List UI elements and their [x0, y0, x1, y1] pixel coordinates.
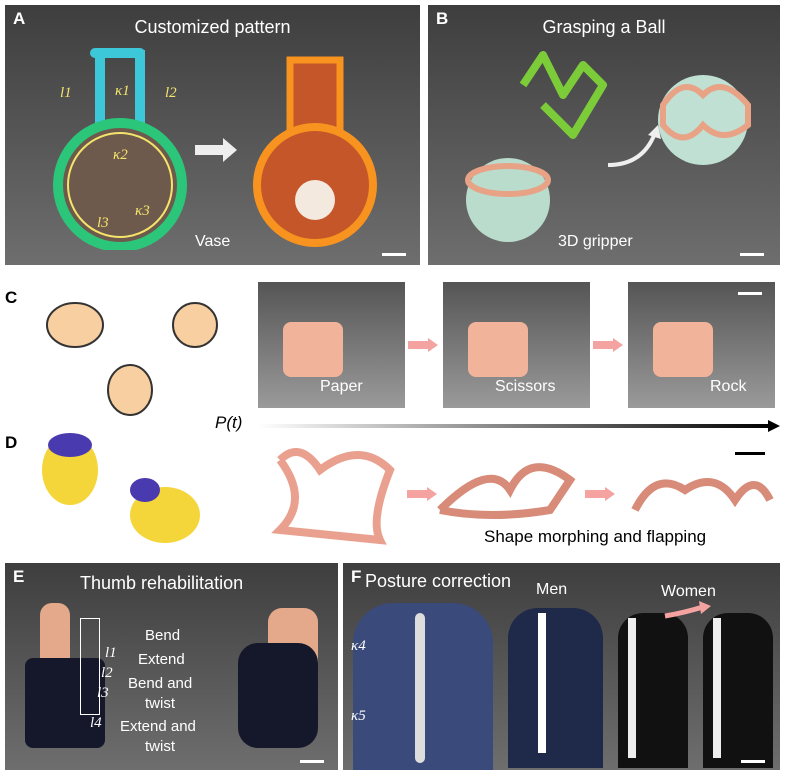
panel-label: A: [13, 9, 26, 28]
segment-l3: l3: [97, 685, 109, 701]
morphing-stage-3: [625, 460, 775, 535]
vase-model-image: [50, 45, 190, 252]
pink-arrow-icon: [585, 487, 615, 501]
motion-extend-twist: Extend and: [120, 718, 196, 735]
ball-grasped-photo: [653, 65, 763, 180]
symbol-l1: l1: [60, 85, 72, 101]
scale-bar: [740, 253, 764, 256]
morphing-stage-2: [430, 440, 580, 535]
step-label: Rock: [710, 378, 747, 395]
panel-a: A Customized pattern l1 l2 l3 κ1 κ2 κ3 V…: [5, 5, 420, 265]
panel-label-c: C: [5, 288, 18, 307]
motion-bend-twist-2: twist: [145, 695, 175, 712]
hand-photo-rock: Rock: [628, 282, 775, 408]
ball-gripper-photo: [458, 145, 568, 250]
label-men: Men: [536, 581, 568, 598]
spine-illustration: [353, 603, 493, 770]
panel-label: F: [351, 567, 362, 586]
panel-f: F Posture correction Men Women κ4 κ5: [343, 563, 780, 770]
panel-label-d: D: [5, 433, 18, 452]
pink-arrow-icon: [408, 338, 438, 352]
panel-title: Thumb rehabilitation: [80, 573, 244, 593]
panel-title: Customized pattern: [134, 17, 291, 37]
pink-arrow-icon: [407, 487, 437, 501]
panel-title: Posture correction: [365, 571, 512, 591]
pressure-gradient-arrow: [258, 419, 783, 437]
pressure-axis-label: P(t): [215, 413, 243, 432]
symbol-l2: l2: [165, 85, 177, 101]
panel-label: E: [13, 567, 25, 586]
curved-arrow-icon: [603, 125, 663, 175]
vase-photo: [245, 50, 385, 250]
scale-bar: [382, 253, 406, 256]
symbol-k3: κ3: [135, 203, 150, 219]
pink-arrow-icon: [593, 338, 623, 352]
segment-l1: l1: [105, 645, 117, 661]
segment-l2: l2: [101, 665, 113, 681]
caption-3d-gripper: 3D gripper: [558, 233, 633, 250]
segment-l4: l4: [90, 715, 102, 731]
motion-bend: Bend: [145, 627, 181, 644]
symbol-k5: κ5: [351, 708, 366, 724]
step-label: Scissors: [495, 378, 556, 395]
morphing-stage-1: [260, 440, 400, 555]
gripper-model-image: [513, 45, 613, 150]
women-photo-before: [618, 613, 688, 768]
hand-gesture-icons: [35, 285, 235, 430]
symbol-k4: κ4: [351, 638, 366, 654]
right-arrow-icon: [195, 138, 240, 168]
panel-title: Grasping a Ball: [542, 17, 666, 37]
caption-vase: Vase: [195, 233, 231, 250]
scale-bar: [741, 760, 765, 763]
hand-photo-paper: Paper: [258, 282, 405, 408]
motion-extend: Extend: [138, 651, 185, 668]
panel-label: B: [436, 9, 449, 28]
motion-extend-twist-2: twist: [145, 738, 175, 755]
men-posture-photo: [508, 608, 603, 768]
thumb-brace-photo-side: [20, 603, 110, 753]
label-women: Women: [661, 583, 716, 600]
thumb-brace-photo-front: [233, 608, 323, 758]
hand-photo-scissors: Scissors: [443, 282, 590, 408]
butterfly-image: [35, 430, 215, 555]
women-photo-after: [703, 613, 773, 768]
caption-shape-morphing: Shape morphing and flapping: [484, 527, 707, 546]
symbol-k1: κ1: [115, 83, 130, 99]
scale-bar: [300, 760, 324, 763]
panel-b: B Grasping a Ball 3D gripper: [428, 5, 780, 265]
symbol-l3: l3: [97, 215, 109, 231]
symbol-k2: κ2: [113, 147, 128, 163]
panel-e: E Thumb rehabilitation l1 l2 l3 l4 Bend …: [5, 563, 338, 770]
scale-bar: [735, 452, 765, 455]
pink-curved-arrow-icon: [663, 601, 713, 626]
step-label: Paper: [320, 378, 363, 395]
motion-bend-twist: Bend and: [128, 675, 193, 692]
